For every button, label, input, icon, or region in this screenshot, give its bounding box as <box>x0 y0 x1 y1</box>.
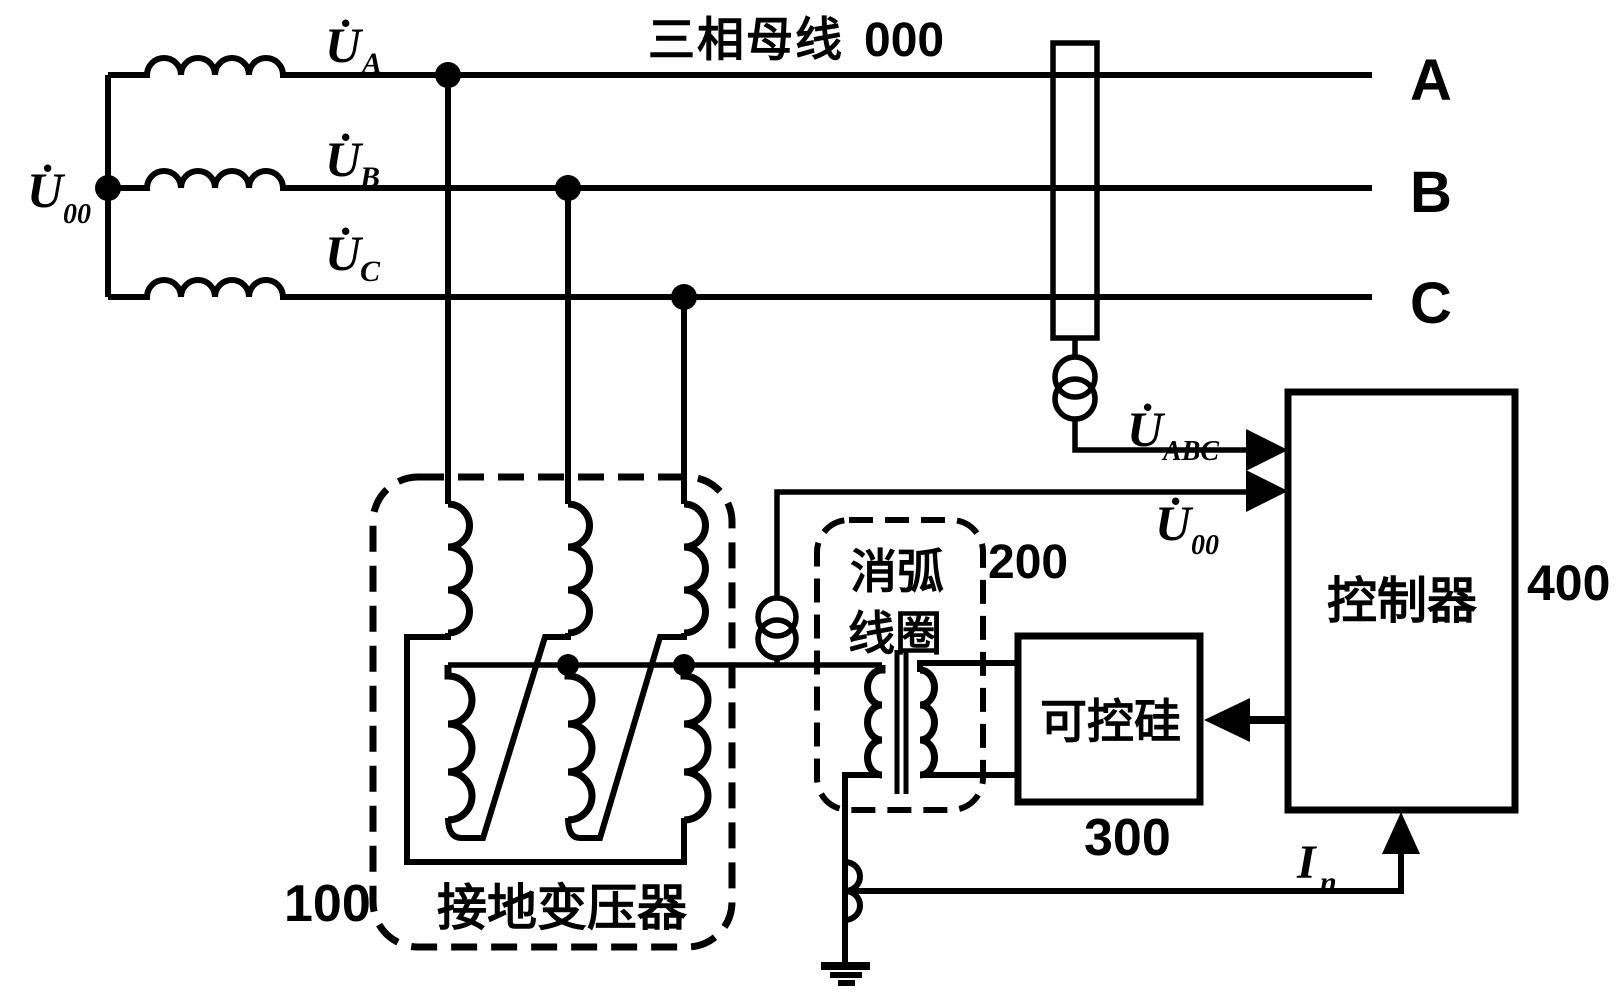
u-b-main: U̇ <box>325 131 364 187</box>
u00-left-sub: 00 <box>63 199 91 230</box>
arc-coil-label-line1: 消弧 <box>850 545 944 598</box>
upper-winding-a <box>447 500 473 637</box>
ground-symbol-icon <box>821 962 870 986</box>
arc-coil-ground-wire <box>842 772 882 963</box>
thyristor-label: 可控硅 <box>1040 695 1181 748</box>
upper-winding-b <box>567 500 593 637</box>
three-phase-bus <box>95 55 1372 310</box>
neutral-dot-2 <box>673 654 695 676</box>
u-a-sub: A <box>360 47 382 80</box>
neutral-pt-circle-bottom <box>755 617 799 661</box>
u00-signal-label: U̇ 00 <box>1155 495 1219 561</box>
u00-node-dot <box>95 175 121 201</box>
arc-coil-label-line2: 线圈 <box>848 607 942 660</box>
phase-b-letter: B <box>1410 160 1452 225</box>
grounding-transformer-dashed-box <box>369 473 736 951</box>
thyristor-unit <box>1014 632 1287 806</box>
u-phase-c-label: U̇ C <box>325 225 381 288</box>
zigzag-outer-loop-wire <box>404 633 687 865</box>
arc-suppression-coil-unit <box>814 517 1018 963</box>
u00-arrowhead-icon <box>1246 470 1288 512</box>
controller-box <box>1284 388 1519 814</box>
thyristor-code: 300 <box>1084 809 1171 867</box>
bus-code-label: 000 <box>864 14 944 67</box>
u-abc-main: U̇ <box>1127 401 1166 457</box>
arc-coil-primary-winding <box>864 665 886 779</box>
controller-label: 控制器 <box>1327 573 1478 629</box>
u00-right-sub: 00 <box>1191 530 1219 561</box>
u-c-sub: C <box>360 255 381 288</box>
pt-winding-circle-top <box>1052 354 1098 400</box>
lower-winding-b <box>564 665 596 824</box>
in-arrowhead-icon <box>1382 812 1420 854</box>
in-signal-label: I n <box>1296 836 1337 899</box>
lower-winding-c <box>680 665 712 824</box>
u00-right-main: U̇ <box>1155 495 1194 551</box>
u-phase-b-label: U̇ B <box>325 131 380 194</box>
bus-line-c <box>108 277 1372 300</box>
bus-line-a <box>108 55 1372 78</box>
neutral-voltage-tap <box>755 470 1288 665</box>
bus-title-label: 三相母线 <box>648 13 844 66</box>
neutral-dot-1 <box>557 654 579 676</box>
zigzag-diagonal-2 <box>565 633 687 841</box>
in-signal-wire <box>851 852 1404 894</box>
in-main: I <box>1296 836 1318 889</box>
zigzag-diagonal-1 <box>445 633 571 841</box>
u-c-main: U̇ <box>325 225 364 281</box>
grounding-transformer-unit <box>369 75 882 951</box>
u-abc-arrowhead-icon <box>1246 429 1288 471</box>
u-phase-a-label: U̇ A <box>325 17 382 80</box>
secondary-top-wire <box>917 660 1018 672</box>
gate-arrowhead-icon <box>1204 698 1250 742</box>
u-a-main: U̇ <box>325 17 364 73</box>
in-sub: n <box>1320 866 1337 899</box>
thyristor-box <box>1014 632 1204 806</box>
neutral-current-sensor <box>821 812 1420 986</box>
arc-coil-secondary-winding <box>919 666 938 779</box>
ct-arc-bottom <box>844 888 863 923</box>
lower-winding-a <box>444 665 476 824</box>
u-abc-signal-label: U̇ ABC <box>1127 401 1219 467</box>
u00-source-label: U̇ 00 <box>27 162 91 230</box>
bus-line-b <box>108 168 1372 191</box>
u-abc-sub: ABC <box>1161 436 1219 467</box>
arc-coil-code: 200 <box>988 536 1068 589</box>
u-b-sub: B <box>359 161 380 194</box>
phase-a-letter: A <box>1410 48 1452 113</box>
u-abc-signal-wire <box>1072 418 1248 453</box>
phase-c-letter: C <box>1410 271 1452 336</box>
upper-winding-c <box>683 500 709 637</box>
neutral-pt-circle-top <box>755 595 799 639</box>
grounding-transformer-label: 接地变压器 <box>437 880 688 936</box>
grounding-transformer-code: 100 <box>284 875 371 933</box>
controller-code: 400 <box>1527 555 1610 611</box>
u00-signal-wire <box>774 489 1248 598</box>
u00-left-main: U̇ <box>27 162 66 218</box>
bus-voltage-transformer <box>1050 40 1288 471</box>
